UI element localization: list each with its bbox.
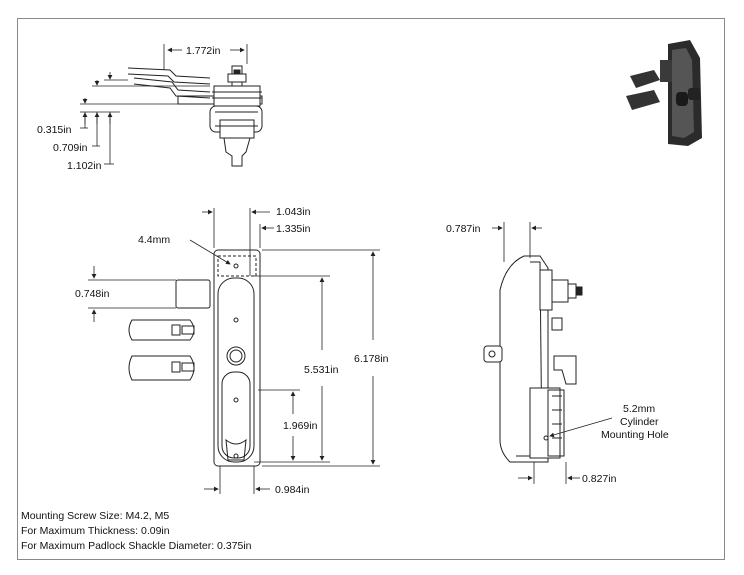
dim-front-h-inner: 5.531in <box>304 364 339 376</box>
front-view-dimensions <box>88 208 380 494</box>
dim-front-latch: 0.748in <box>75 288 110 300</box>
note-max-thickness: For Maximum Thickness: 0.09in <box>21 525 170 537</box>
dim-side-hole-line1: 5.2mm <box>623 403 655 415</box>
dim-front-w1: 1.043in <box>276 206 311 218</box>
dim-side-bottom: 0.827in <box>582 473 617 485</box>
dim-front-w-bottom: 0.984in <box>275 484 310 496</box>
product-photo <box>626 40 702 146</box>
drawing-frame <box>17 18 725 560</box>
note-padlock-diameter: For Maximum Padlock Shackle Diameter: 0.… <box>21 540 252 552</box>
dim-side-hole-line3: Mounting Hole <box>601 429 669 441</box>
top-view-dimensions <box>80 44 248 165</box>
side-view <box>483 255 583 463</box>
spec-notes: Mounting Screw Size: M4.2, M5 For Maximu… <box>21 509 252 554</box>
dim-side-depth: 0.787in <box>446 223 481 235</box>
dim-top-h1: 0.315in <box>37 124 72 136</box>
dim-front-screw: 4.4mm <box>138 234 170 246</box>
dim-top-width: 1.772in <box>186 45 221 57</box>
dim-top-h3: 1.102in <box>67 160 102 172</box>
dim-front-h-total: 6.178in <box>354 353 389 365</box>
note-screw-size: Mounting Screw Size: M4.2, M5 <box>21 510 170 522</box>
dim-top-h2: 0.709in <box>53 142 88 154</box>
front-view <box>128 249 261 467</box>
top-view <box>127 65 263 167</box>
side-view-dimensions <box>492 222 613 484</box>
dim-side-hole-line2: Cylinder <box>620 416 659 428</box>
dim-front-h-lower: 1.969in <box>283 420 318 432</box>
dim-front-w2: 1.335in <box>276 223 311 235</box>
